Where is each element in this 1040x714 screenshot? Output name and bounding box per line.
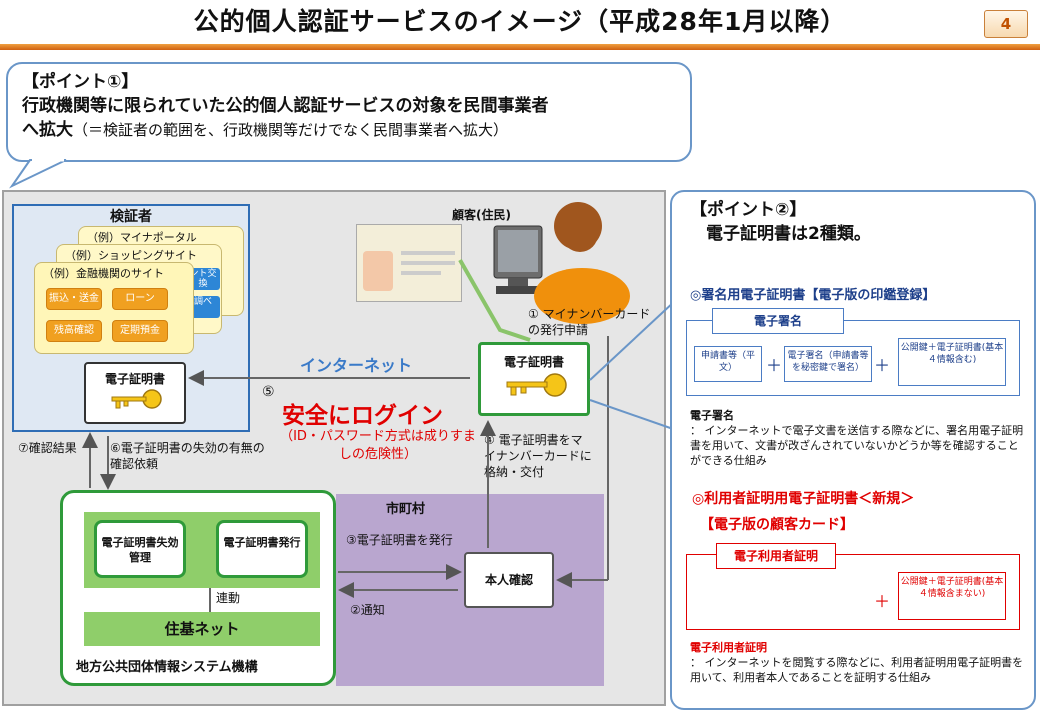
point2-subheading: 電子証明書は2種類。 <box>706 224 871 244</box>
user-cert-diagram-frame <box>686 554 1020 630</box>
customer-certificate: 電子証明書 <box>478 342 590 416</box>
identity-check-box: 本人確認 <box>464 552 554 608</box>
step2-label: ②通知 <box>350 603 385 617</box>
user-cert-subheading: 【電子版の顧客カード】 <box>700 517 854 533</box>
user-cert-description: 電子利用者証明 ： インターネットを閲覧する際などに、利用者証明用電子証明書を用… <box>690 640 1024 685</box>
plus-sign-2: ＋ <box>874 356 891 375</box>
key-icon <box>506 373 567 397</box>
user-public-key-cert-box: 公開鍵＋電子証明書(基本４情報含まない) <box>898 572 1006 620</box>
step1-label: ① マイナンバーカードの発行申請 <box>528 307 651 337</box>
step7-label: ⑦確認結果 <box>18 441 77 455</box>
site-label-shopping: （例）ショッピングサイト <box>65 249 197 262</box>
step4-label: ④ 電子証明書をマイナンバーカードに格納・交付 <box>484 433 592 479</box>
signature-desc-title: 電子署名 <box>690 409 734 422</box>
point1-line2-note: （＝検証者の範囲を、行政機関等だけでなく民間事業者へ拡大） <box>73 121 509 139</box>
bank-button-balance: 残高確認 <box>46 320 102 342</box>
plaintext-doc-box: 申請書等（平文） <box>694 346 762 382</box>
point1-line2-bold: へ拡大 <box>22 120 73 140</box>
internet-label: インターネット <box>300 356 413 375</box>
municipality-label: 市町村 <box>386 502 426 517</box>
bank-button-loan: ローン <box>112 288 168 310</box>
signature-desc-text: ： インターネットで電子文書を送信する際などに、署名用電子証明書を用いて、文書が… <box>690 424 1024 467</box>
signed-doc-box: 電子署名（申請書等を秘密鍵で署名） <box>784 346 872 382</box>
shopping-blue-button-1: ント交換 <box>186 268 220 290</box>
site-label-bank: （例）金融機関のサイト <box>43 267 164 280</box>
linkage-label: 連動 <box>216 591 241 605</box>
point2-heading-block: 【ポイント②】 電子証明書は2種類。 <box>690 198 871 246</box>
bank-button-deposit: 定期預金 <box>112 320 168 342</box>
point1-line1: 行政機関等に限られていた公的個人認証サービスの対象を民間事業者 <box>22 96 549 116</box>
step3-label: ③電子証明書を発行 <box>346 533 453 547</box>
user-desc-title: 電子利用者証明 <box>690 641 767 654</box>
point1-callout: 【ポイント①】 行政機関等に限られていた公的個人認証サービスの対象を民間事業者 … <box>6 62 692 162</box>
signature-tab: 電子署名 <box>712 308 844 334</box>
point2-heading: 【ポイント②】 <box>690 200 807 220</box>
juki-net-bar: 住基ネット <box>84 612 320 646</box>
step6-label: ⑥電子証明書の失効の有無の確認依頼 <box>110 441 265 471</box>
verifier-certificate: 電子証明書 <box>84 362 186 424</box>
user-cert-tab: 電子利用者証明 <box>716 543 836 569</box>
card-photo-icon <box>363 251 393 291</box>
step5-label: ⑤ <box>262 384 275 400</box>
safe-login-note: （ID・パスワード方式は成りすましの危険性） <box>280 429 476 462</box>
jlis-name: 地方公共団体情報システム機構 <box>76 660 258 675</box>
page-title: 公的個人認証サービスのイメージ（平成28年1月以降） <box>193 7 847 36</box>
title-underline <box>0 44 1040 50</box>
signature-cert-heading: ◎署名用電子証明書【電子版の印鑑登録】 <box>690 288 936 303</box>
point1-heading: 【ポイント①】 <box>22 72 139 92</box>
revocation-management-box: 電子証明書失効管理 <box>94 520 186 578</box>
safe-login-label: 安全にログイン <box>282 403 443 429</box>
bank-button-transfer: 振込・送金 <box>46 288 102 310</box>
user-desc-text: ： インターネットを閲覧する際などに、利用者証明用電子証明書を用いて、利用者本人… <box>690 656 1024 684</box>
certificate-issuance-box: 電子証明書発行 <box>216 520 308 578</box>
user-cert-heading: ◎利用者証明用電子証明書＜新規＞ <box>692 491 915 507</box>
point2-callout <box>670 190 1036 710</box>
plus-sign-1: ＋ <box>766 356 783 375</box>
public-key-cert-box: 公開鍵＋電子証明書(基本４情報含む) <box>898 338 1006 386</box>
key-icon <box>111 389 162 409</box>
page-number: 4 <box>984 10 1028 38</box>
signature-description: 電子署名 ： インターネットで電子文書を送信する際などに、署名用電子証明書を用い… <box>690 408 1024 468</box>
point1-line2: へ拡大（＝検証者の範囲を、行政機関等だけでなく民間事業者へ拡大） <box>22 118 676 142</box>
customer-label: 顧客(住民) <box>452 208 511 222</box>
shopping-blue-button-2: 調べ <box>186 296 220 318</box>
verifier-certificate-label: 電子証明書 <box>104 372 165 386</box>
plus-sign-3: ＋ <box>874 592 891 611</box>
customer-certificate-label: 電子証明書 <box>503 355 564 369</box>
signature-diagram-frame <box>686 320 1020 396</box>
site-label-portal: （例）マイナポータル <box>87 231 197 244</box>
verifier-title: 検証者 <box>110 209 152 225</box>
